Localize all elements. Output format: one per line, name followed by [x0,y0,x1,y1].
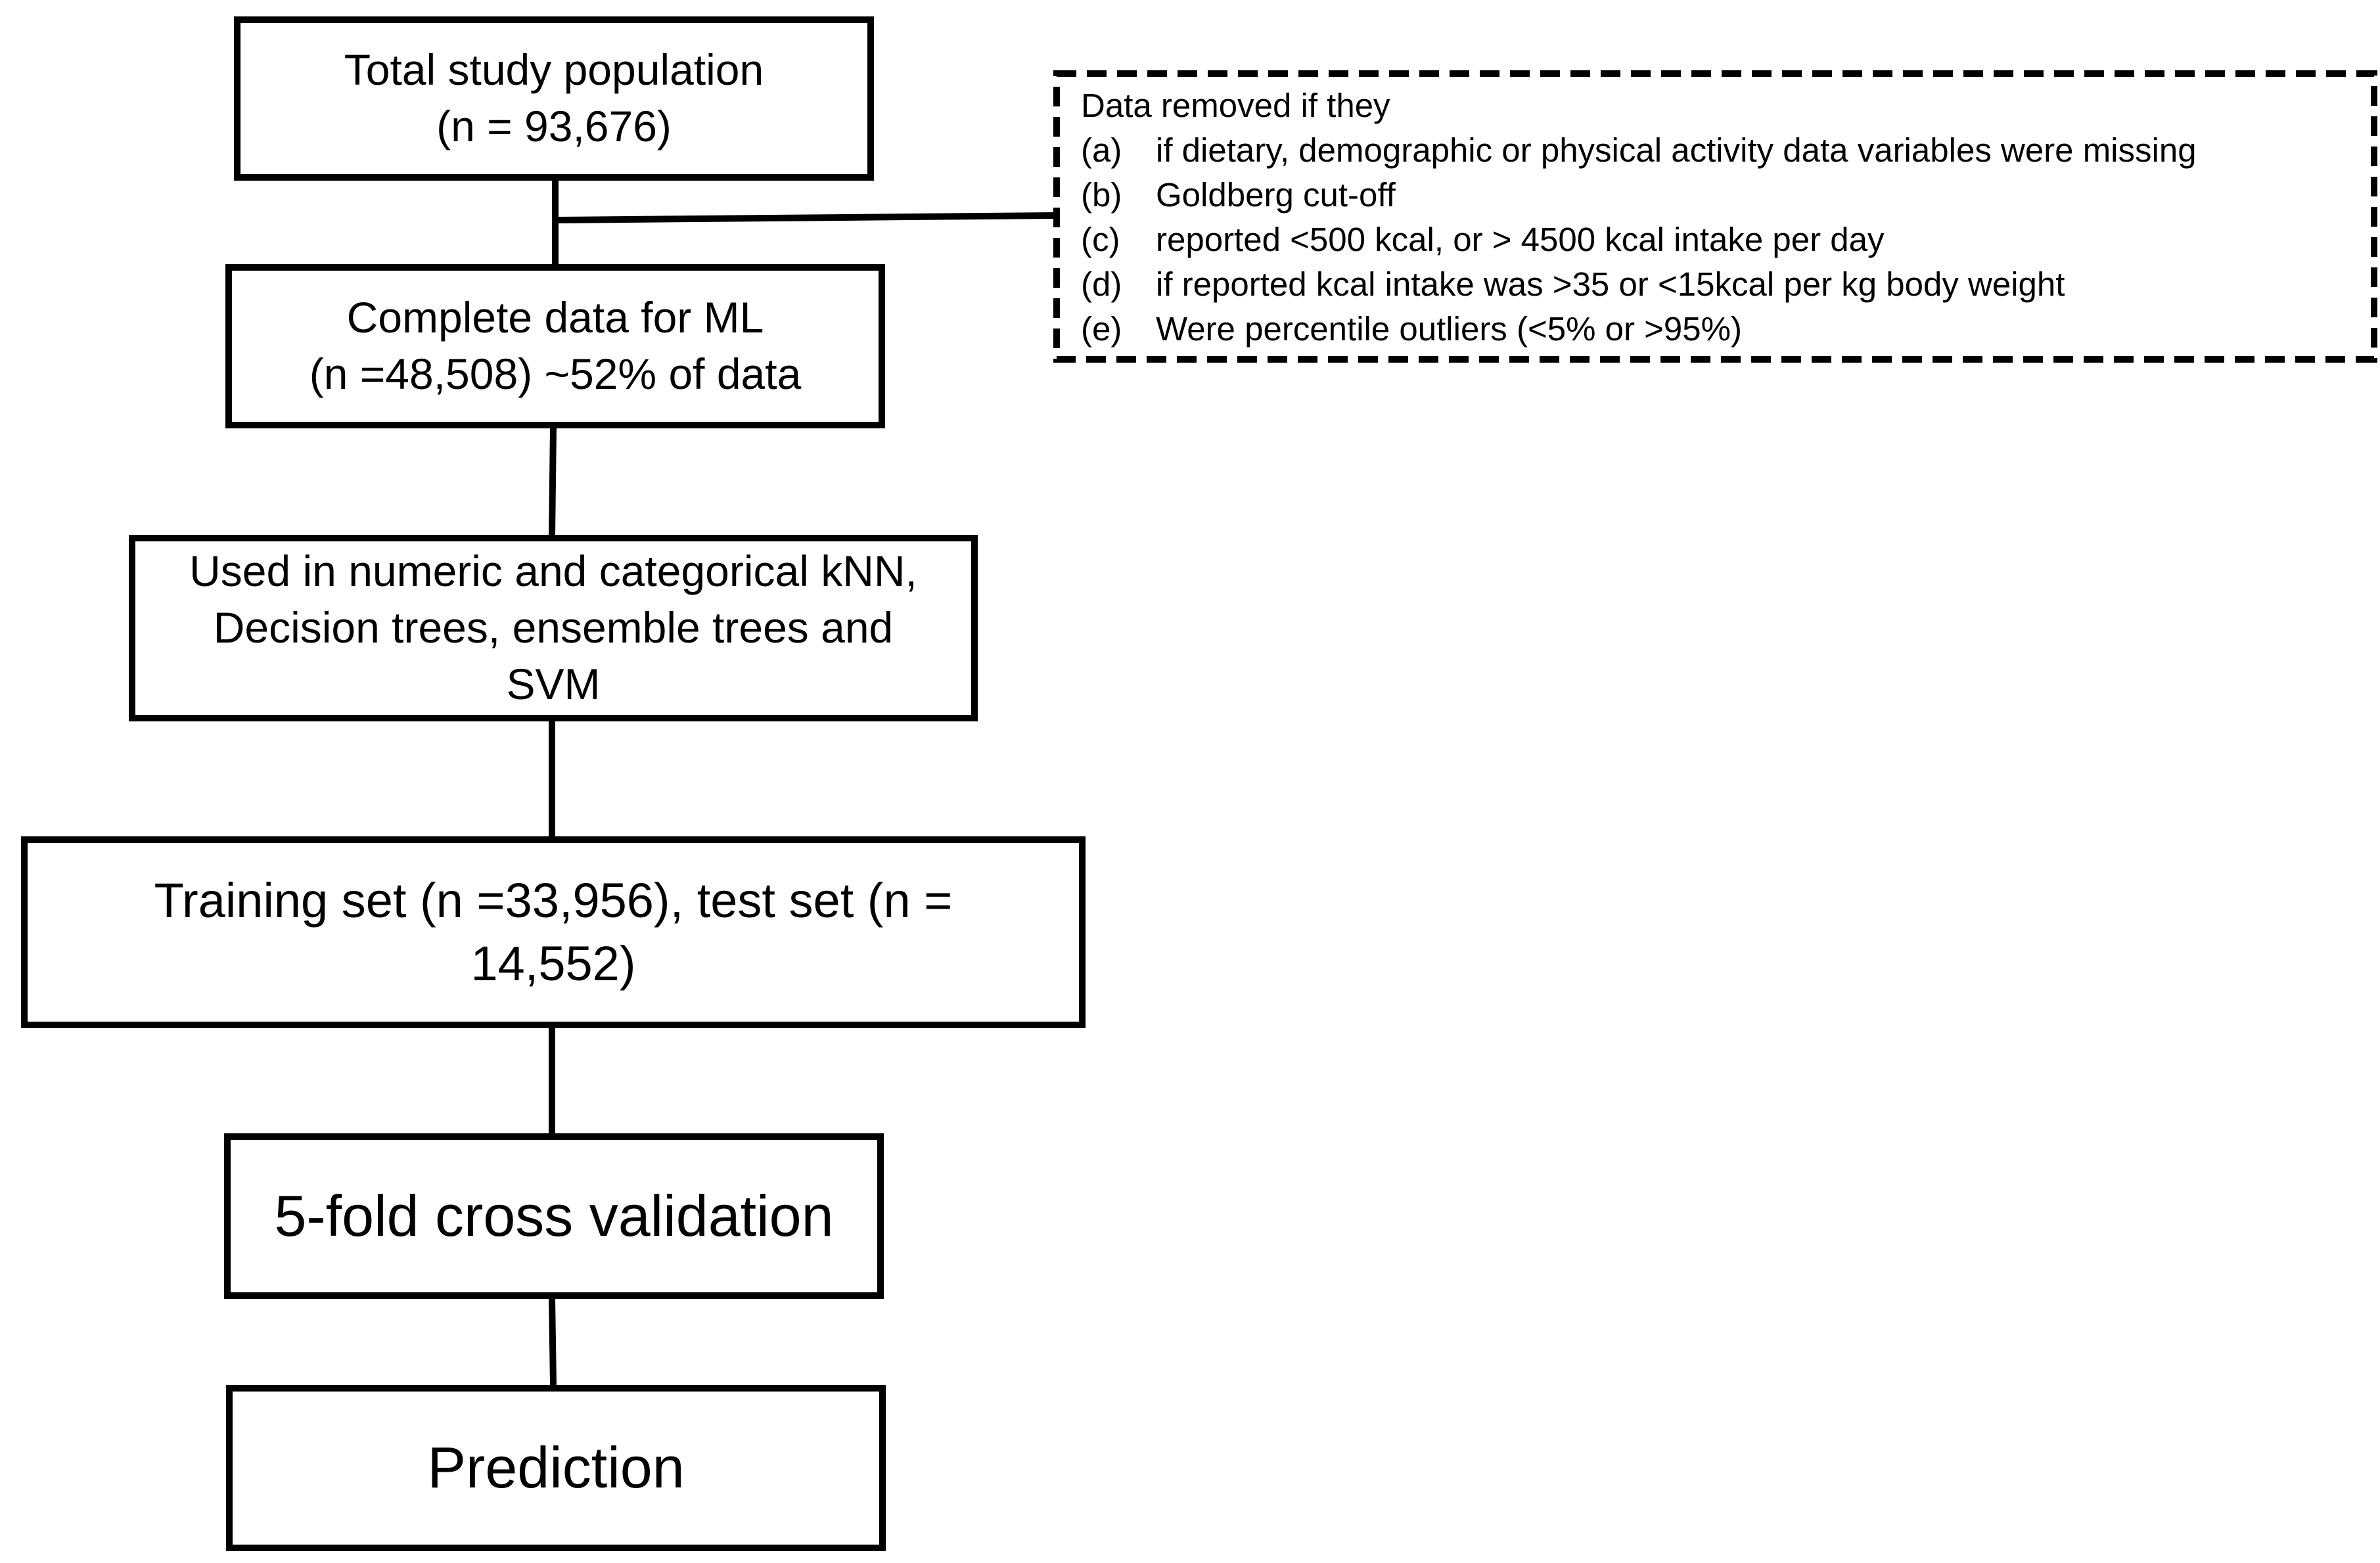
criterion-text: Goldberg cut-off [1156,176,1396,214]
criterion-label: (e) [1081,310,1122,348]
criterion-label: (c) [1081,221,1120,258]
criterion-text: reported <500 kcal, or > 4500 kcal intak… [1156,221,1885,258]
exclusion-criterion: (c) reported <500 kcal, or > 4500 kcal i… [1081,217,2351,262]
exclusion-criterion: (e) Were percentile outliers (<5% or >95… [1081,307,2351,351]
train-test-split-line-2: 14,552) [470,936,636,991]
complete-data-count: (n =48,508) ~52% of data [309,350,802,398]
models-line-1: Used in numeric and categorical kNN, [189,547,917,596]
complete-data-box: Complete data for ML (n =48,508) ~52% of… [225,264,885,428]
train-test-split-line-1: Training set (n =33,956), test set (n = [154,872,953,928]
prediction-box: Prediction [226,1385,886,1551]
total-population-count: (n = 93,676) [436,102,672,150]
exclusion-criterion: (d) if reported kcal intake was >35 or <… [1081,262,2351,307]
models-line-3: SVM [506,659,601,708]
criterion-label: (d) [1081,265,1122,303]
prediction-label: Prediction [427,1435,685,1501]
connector-to-exclusion [555,212,1056,223]
total-population-box: Total study population (n = 93,676) [234,16,874,181]
complete-data-title: Complete data for ML [346,293,764,342]
total-population-title: Total study population [344,45,764,95]
criterion-label: (b) [1081,176,1122,214]
exclusion-criteria-box: Data removed if they (a) if dietary, dem… [1053,70,2377,363]
train-test-split-box: Training set (n =33,956), test set (n = … [21,836,1086,1028]
cross-validation-label: 5-fold cross validation [274,1183,834,1248]
models-box: Used in numeric and categorical kNN, Dec… [129,535,978,721]
exclusion-criterion: (b) Goldberg cut-off [1081,173,2351,217]
connector-cv-to-prediction [549,1298,557,1386]
exclusion-criterion: (a) if dietary, demographic or physical … [1081,128,2351,173]
criterion-label: (a) [1081,131,1122,169]
exclusion-dashed-border [1053,70,2377,363]
criterion-text: if reported kcal intake was >35 or <15kc… [1156,265,2065,303]
connector-complete-to-models [549,428,557,535]
exclusion-heading: Data removed if they [1081,87,1390,124]
criterion-text: if dietary, demographic or physical acti… [1156,131,2197,169]
models-line-2: Decision trees, ensemble trees and [213,603,894,652]
cross-validation-box: 5-fold cross validation [224,1133,884,1299]
criterion-text: Were percentile outliers (<5% or >95%) [1156,310,1742,348]
